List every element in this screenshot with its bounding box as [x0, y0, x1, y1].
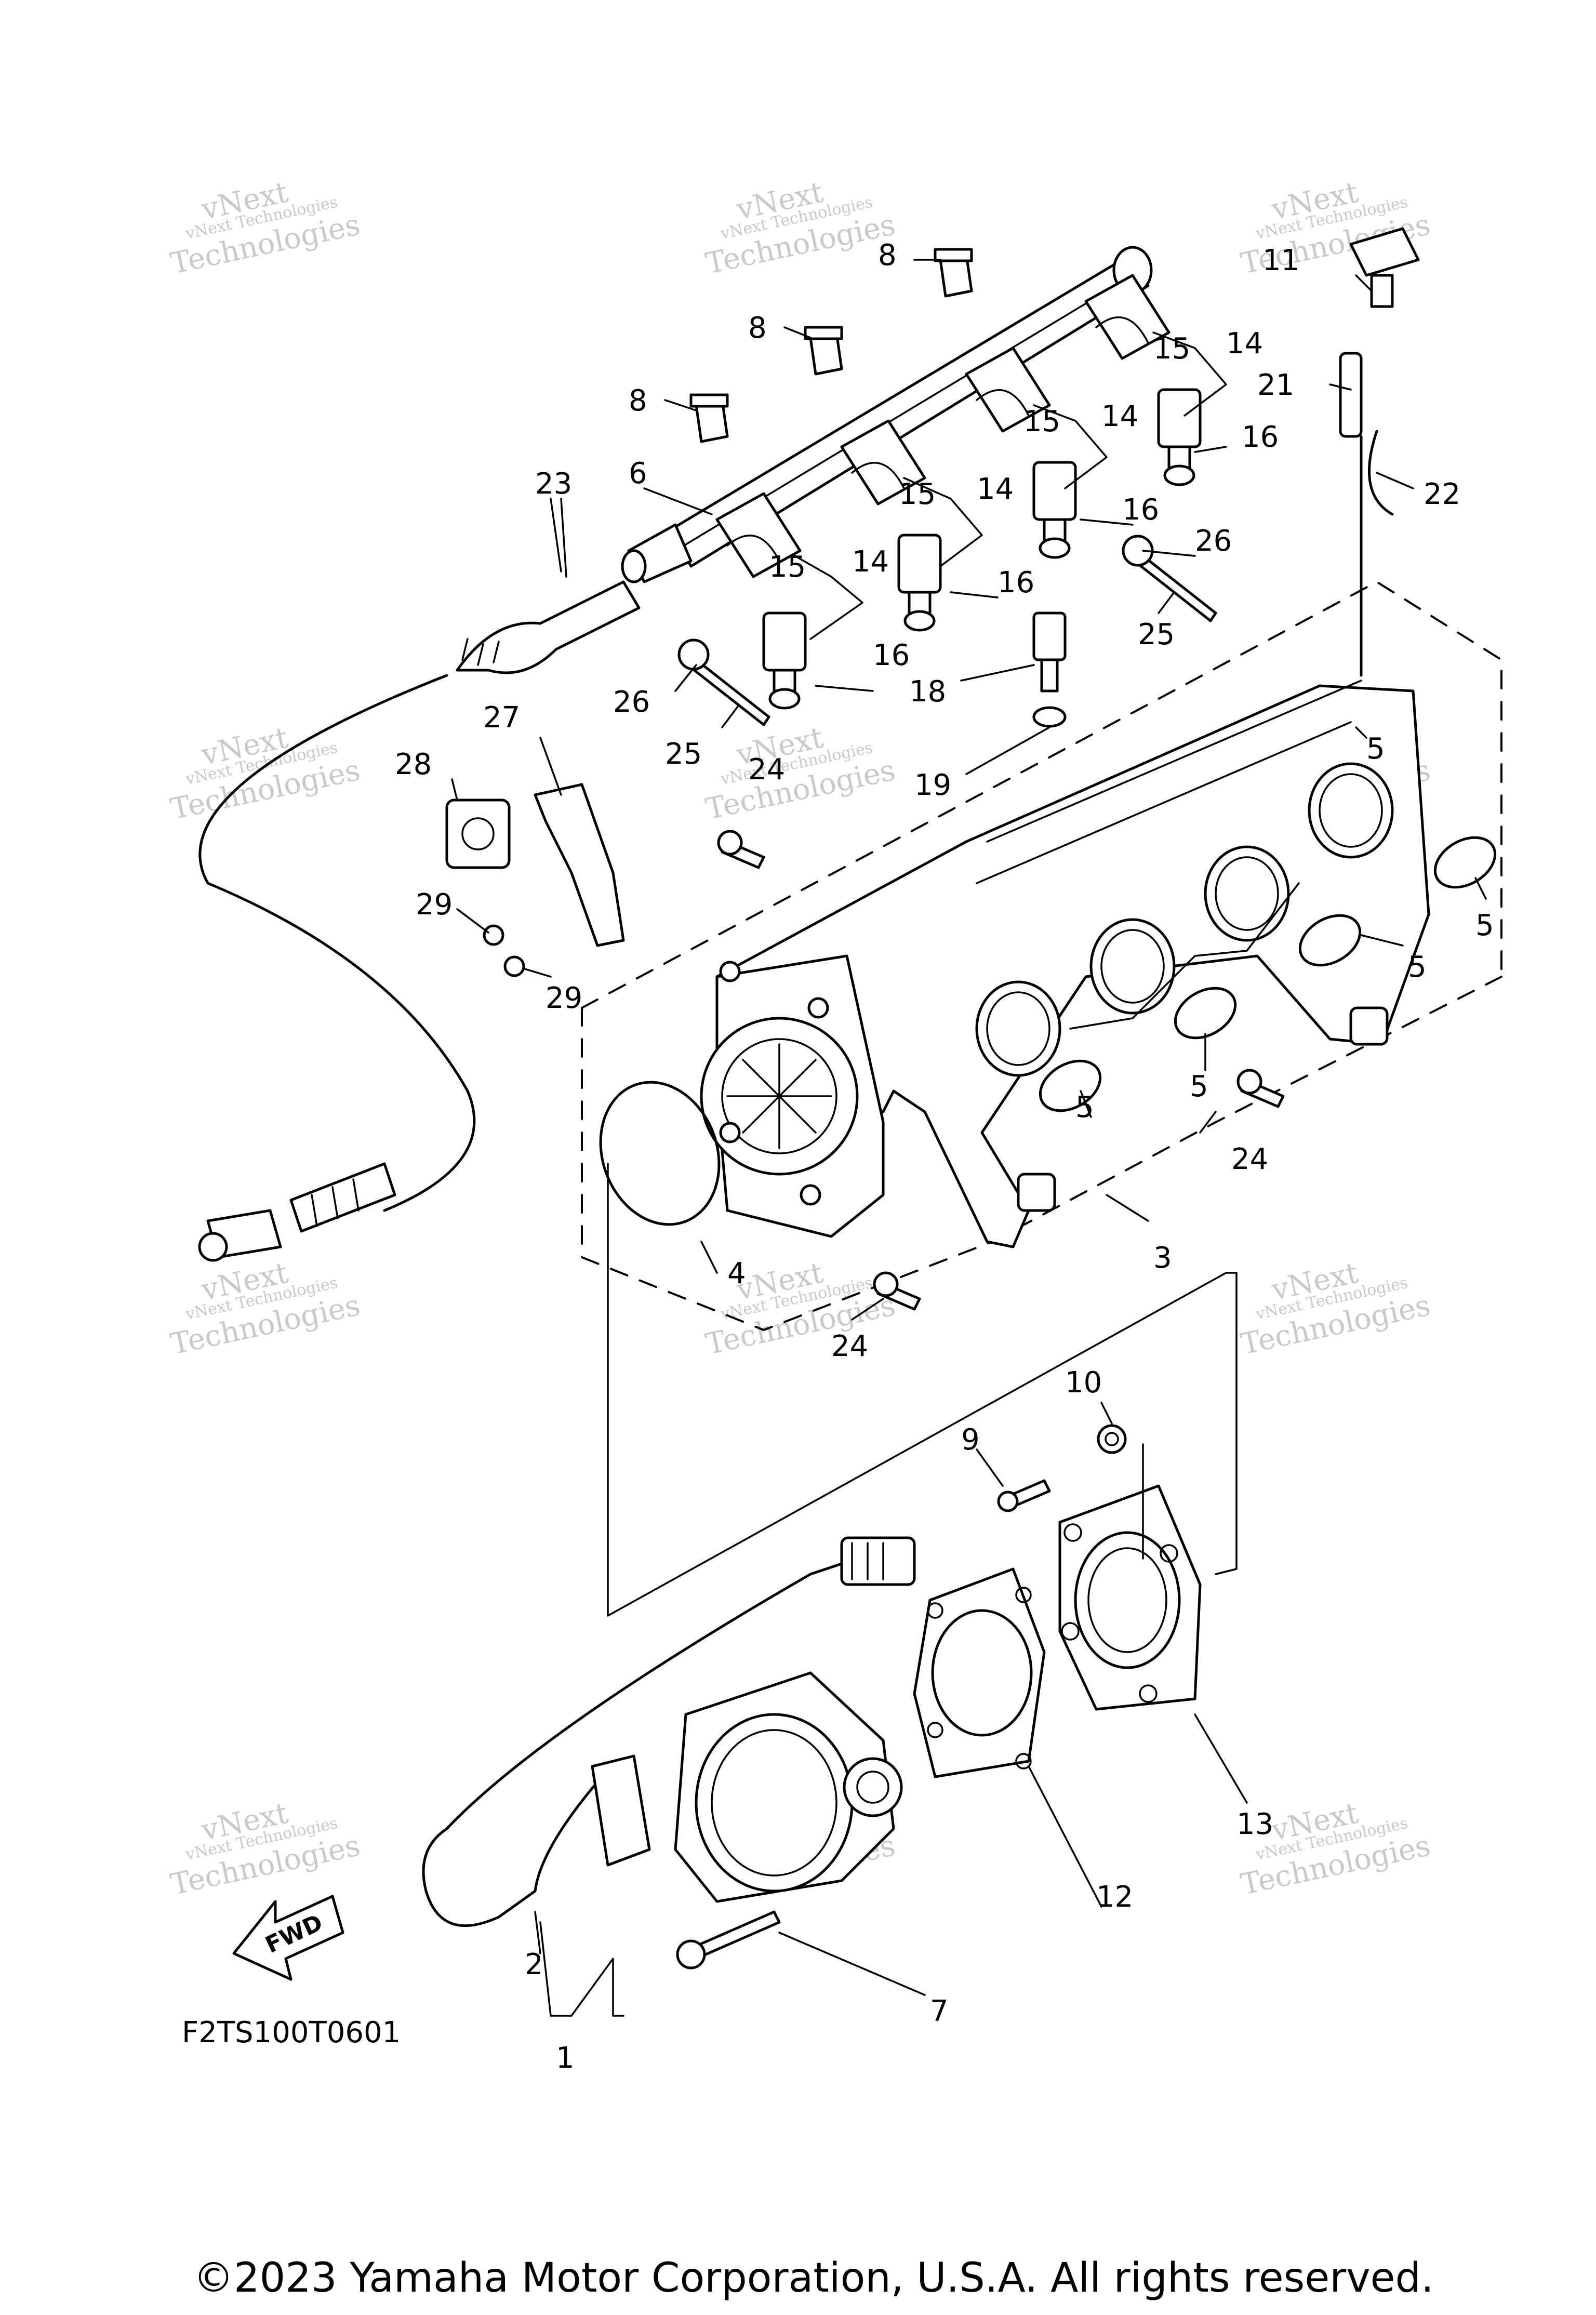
watermark: vNext vNext Technologies Technologies — [168, 1796, 363, 1901]
callout-8a: 8 — [878, 238, 897, 272]
rail-bolts — [689, 248, 973, 443]
callout-numbers: 1 2 3 4 5 5 5 5 5 6 7 8 8 8 9 10 11 12 1… — [395, 238, 1494, 2075]
callout-28: 28 — [395, 748, 432, 781]
callout-29a: 29 — [416, 888, 453, 922]
callout-5a: 5 — [1475, 909, 1494, 942]
callout-8c: 8 — [629, 384, 647, 418]
leader-lines — [451, 259, 1487, 1996]
callout-21: 21 — [1257, 368, 1294, 402]
callout-7: 7 — [930, 1994, 949, 2028]
callout-26b: 26 — [1195, 524, 1232, 558]
callout-5c: 5 — [1190, 1070, 1208, 1103]
callout-15a: 15 — [1153, 332, 1190, 366]
callout-6: 6 — [629, 457, 647, 490]
fwd-arrow-icon: FWD — [232, 1895, 344, 1981]
callout-16d: 16 — [873, 638, 910, 672]
callout-26a: 26 — [613, 685, 650, 719]
callout-5e: 5 — [1366, 732, 1385, 766]
callout-14c: 14 — [977, 472, 1014, 506]
callout-16c: 16 — [998, 566, 1034, 600]
watermark: vNext vNext Technologies Technologies — [1238, 1796, 1433, 1901]
callout-12: 12 — [1096, 1880, 1133, 1914]
callout-5b: 5 — [1408, 950, 1427, 984]
callout-13: 13 — [1236, 1807, 1273, 1841]
callout-15b: 15 — [1023, 405, 1060, 438]
watermark: vNext vNext Technologies Technologies — [703, 175, 898, 281]
o-rings — [599, 836, 1497, 1226]
callout-14b: 14 — [1101, 400, 1138, 433]
callout-15c: 15 — [899, 477, 936, 511]
watermark: vNext vNext Technologies Technologies — [168, 175, 363, 281]
diagram-code: F2TS100T0601 — [182, 2016, 401, 2050]
callout-15d: 15 — [769, 550, 806, 584]
callout-16a: 16 — [1242, 420, 1279, 454]
callout-1: 1 — [556, 2041, 575, 2075]
callout-24b: 24 — [1231, 1142, 1268, 1176]
callout-8b: 8 — [748, 311, 767, 345]
callout-16b: 16 — [1122, 493, 1159, 527]
callout-14a: 14 — [1226, 327, 1263, 361]
callout-18: 18 — [909, 675, 946, 709]
fuel-injectors — [762, 388, 1202, 710]
small-parts — [445, 227, 1420, 1512]
callout-25a: 25 — [665, 737, 702, 771]
callout-24c: 24 — [831, 1329, 868, 1363]
copyright-notice: ©2023 Yamaha Motor Corporation, U.S.A. A… — [193, 2255, 1434, 2301]
assembly-lines — [539, 1163, 1238, 2017]
callout-22: 22 — [1424, 477, 1460, 511]
intake-manifold — [700, 680, 1430, 1248]
watermark: vNext vNext Technologies Technologies — [1238, 1256, 1433, 1361]
callout-2: 2 — [525, 1948, 543, 1981]
watermark: vNext vNext Technologies Technologies — [168, 1256, 363, 1361]
callout-9: 9 — [961, 1423, 980, 1457]
fuel-rail — [621, 246, 1171, 583]
wire-harness — [198, 674, 476, 1262]
callout-25b: 25 — [1138, 618, 1175, 651]
callout-5d: 5 — [1075, 1090, 1094, 1124]
callout-24a: 24 — [748, 753, 785, 787]
callout-14d: 14 — [852, 545, 889, 579]
callout-19: 19 — [914, 768, 951, 802]
callout-27: 27 — [483, 701, 520, 735]
callout-4: 4 — [727, 1257, 746, 1290]
callout-3: 3 — [1153, 1241, 1172, 1275]
throttle-body — [422, 1536, 916, 1970]
callout-10: 10 — [1065, 1366, 1102, 1400]
callout-23: 23 — [535, 467, 572, 501]
callout-29b: 29 — [546, 981, 582, 1015]
callout-11: 11 — [1262, 244, 1299, 277]
gasket-and-adapter — [913, 1484, 1202, 1778]
